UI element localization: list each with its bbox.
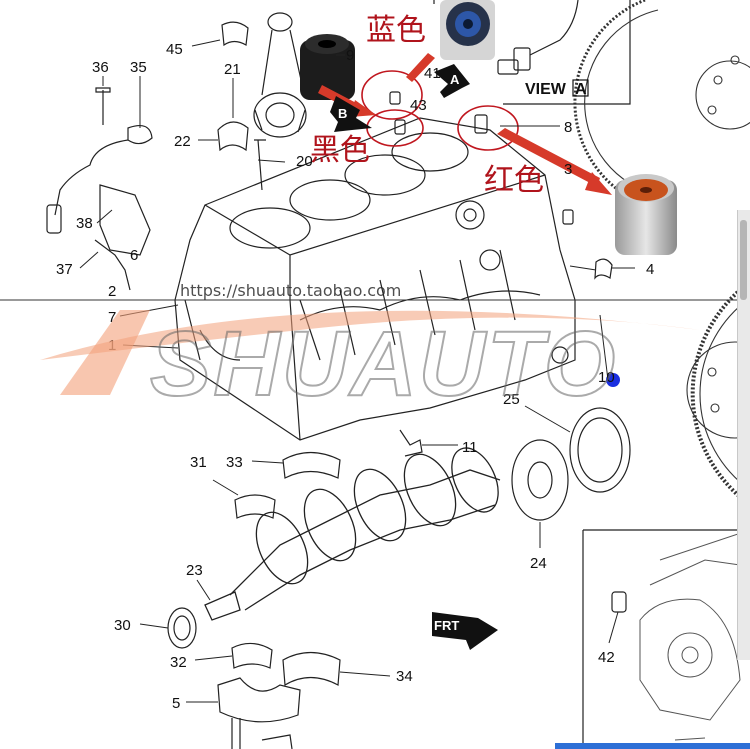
small-parts [389,91,627,613]
callout-37: 37 [56,261,73,278]
callout-31: 31 [190,454,207,471]
red-highlights [361,70,519,151]
callout-32: 32 [170,654,187,671]
arrow-b: B [330,96,372,132]
callout-6: 6 [130,247,138,264]
selection-strip [555,743,750,749]
connecting-rod [253,12,307,138]
svg-text:https://shuauto.taobao.com: https://shuauto.taobao.com [180,281,401,300]
svg-text:VIEW: VIEW [525,81,567,98]
callout-3: 3 [564,161,572,178]
callout-43: 43 [410,97,427,114]
front-arrow: FRT [432,612,498,650]
svg-text:B: B [338,106,347,121]
svg-text:SHUAUTO: SHUAUTO [150,313,617,415]
svg-text:A: A [450,72,460,87]
callout-23: 23 [186,562,203,579]
flywheel-upper [573,0,750,207]
bushing-photo-top [440,0,495,60]
callout-38: 38 [76,215,93,232]
bearing-shells-lower [217,451,341,749]
sensor-connector [497,0,579,75]
callout-10: 10 [598,369,615,386]
callout-7: 7 [108,309,116,326]
svg-text:FRT: FRT [434,618,459,633]
callout-41: 41 [424,65,441,82]
callout-45: 45 [166,41,183,58]
callout-numbers: 45 9 36 35 21 41 43 8 22 20 3 38 37 6 2 … [56,41,654,712]
view-a-label: VIEW A [525,79,589,98]
inset-engine [639,529,750,741]
callout-20: 20 [296,153,313,170]
callout-35: 35 [130,59,147,76]
callout-34: 34 [396,668,413,685]
vertical-scrollbar[interactable] [737,210,750,660]
bearing-shells-upper [217,21,249,152]
bushing-photo-red [615,174,677,255]
callout-42: 42 [598,649,615,666]
red-color-label: 红色 [484,163,544,198]
callout-25: 25 [503,391,520,408]
callout-24: 24 [530,555,547,572]
callout-9: 9 [346,47,354,64]
arrow-a: A [434,64,470,98]
callout-5: 5 [172,695,180,712]
crankshaft [204,447,501,621]
watermark: SHUAUTO https://shuauto.taobao.com [0,281,750,416]
callout-11: 11 [462,439,478,456]
callout-33: 33 [226,454,243,471]
blue-marker-dot [606,373,620,387]
callout-21: 21 [224,61,241,78]
callout-30: 30 [114,617,131,634]
blue-color-label: 蓝色 [366,13,426,48]
callout-2: 2 [108,283,116,300]
callout-4: 4 [646,261,654,278]
svg-text:A: A [575,81,587,98]
callout-36: 36 [92,59,109,76]
view-a-inset [433,0,750,749]
callout-8: 8 [564,119,572,136]
black-color-label: 黑色 [310,133,370,168]
sensors-left [46,87,266,291]
callout-22: 22 [174,133,191,150]
rear-seal-and-plate [167,407,631,649]
scrollbar-thumb[interactable] [740,220,747,300]
